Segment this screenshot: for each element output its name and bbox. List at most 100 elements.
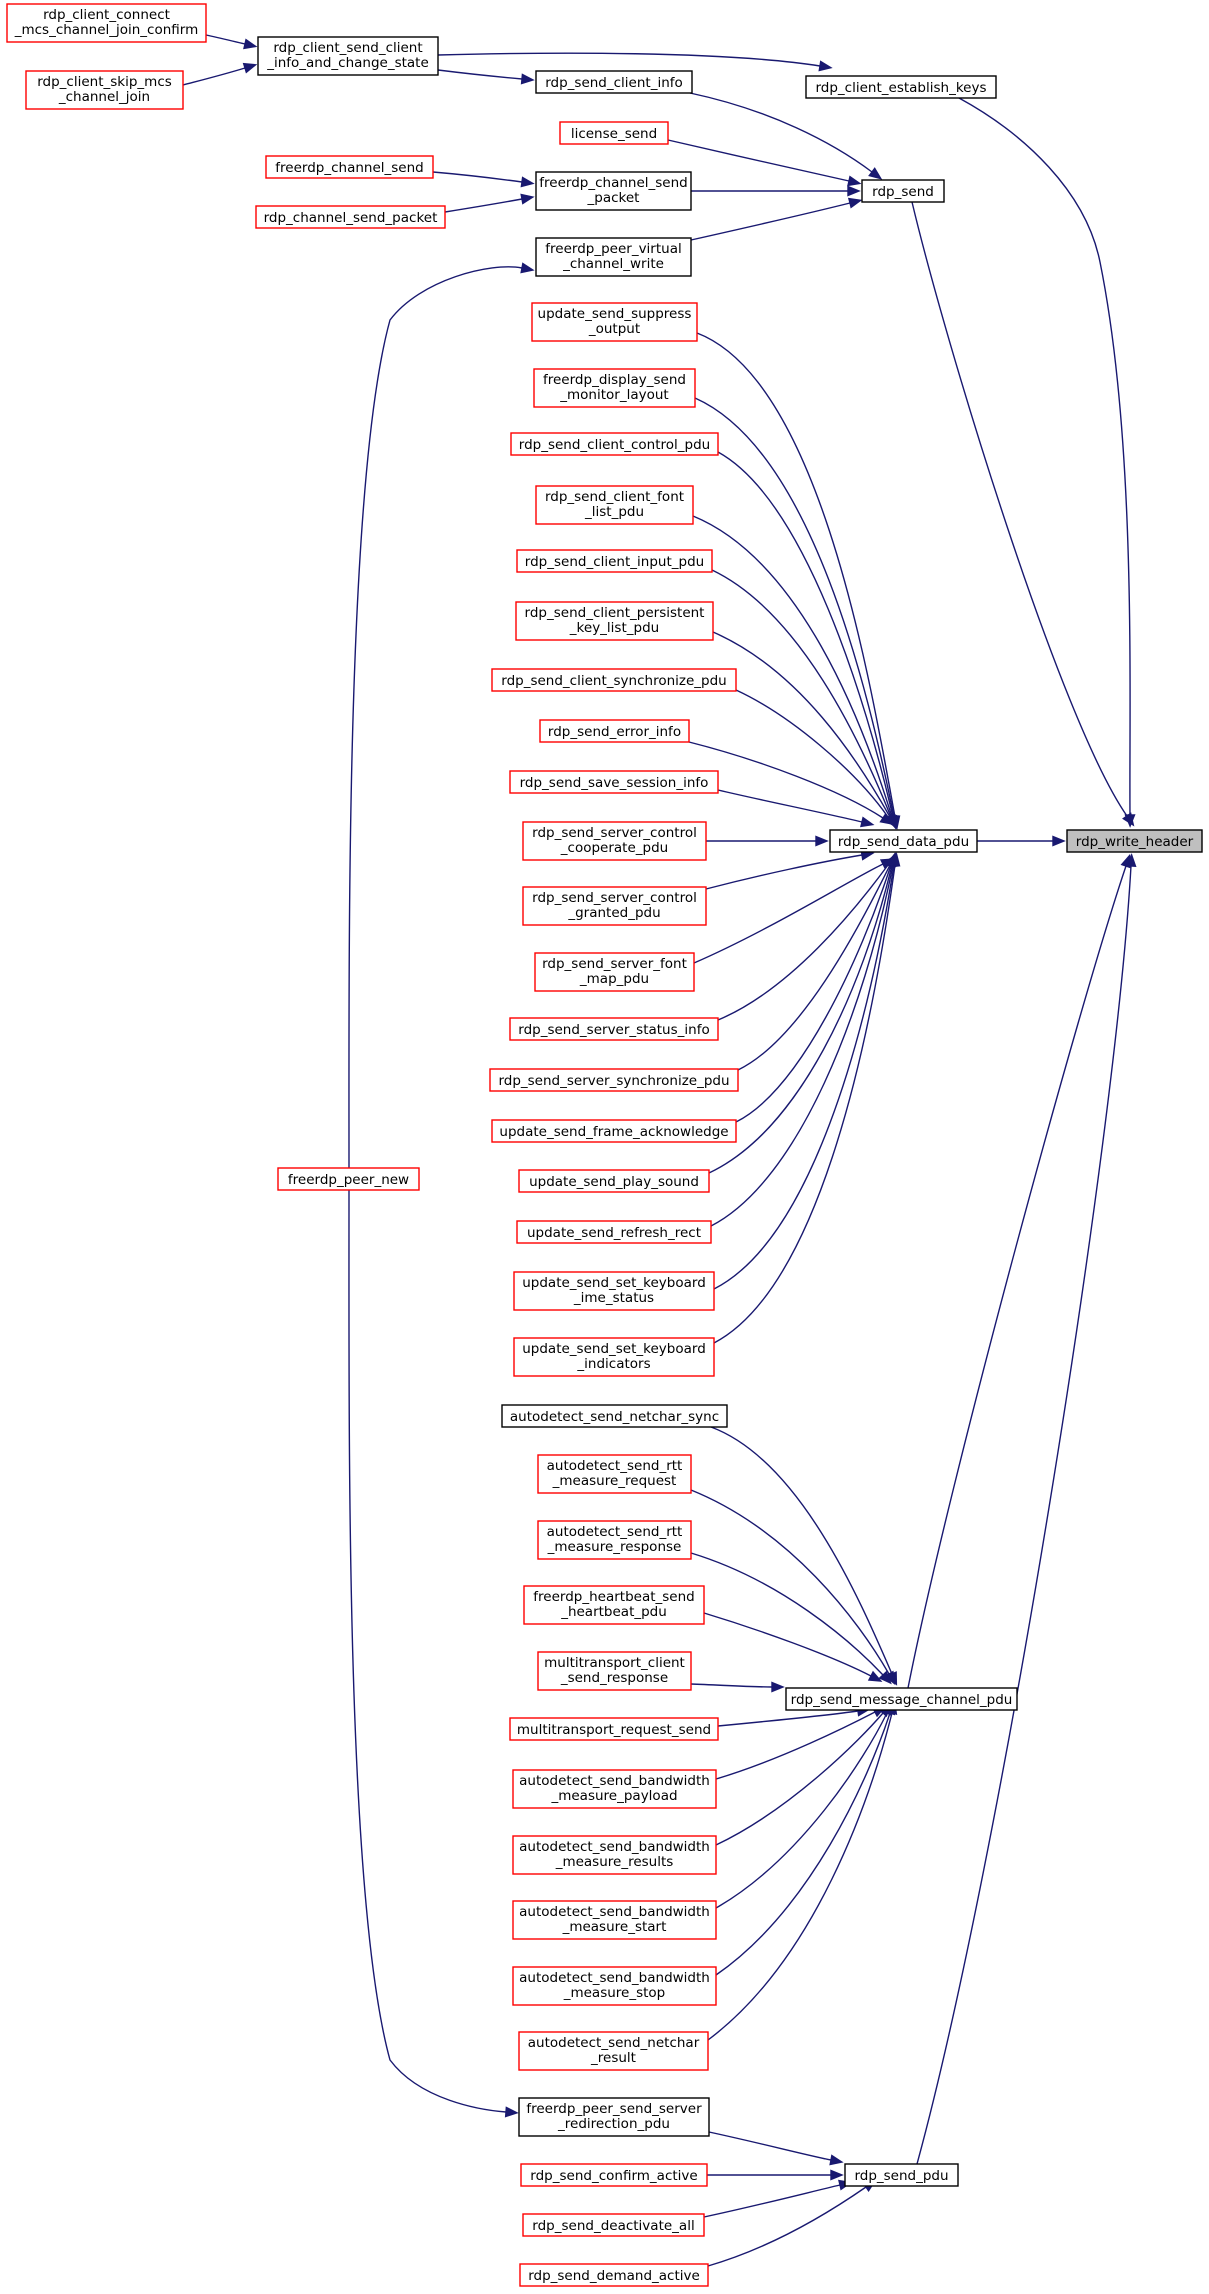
- node-autodetect_send_netchar_sync[interactable]: autodetect_send_netchar_sync: [501, 1404, 728, 1428]
- edge-rdp_send_pdu-to-rdp_write_header: [916, 853, 1137, 2165]
- node-rdp_send_client_font_list_pdu[interactable]: rdp_send_client_font_list_pdu: [535, 485, 694, 525]
- node-label: rdp_send_pdu: [854, 2168, 948, 2184]
- node-rdp_send_save_session_info[interactable]: rdp_send_save_session_info: [509, 770, 719, 794]
- edge-arrowhead: [860, 816, 875, 828]
- node-label: rdp_send_client_control_pdu: [519, 437, 711, 453]
- node-label: _output: [588, 321, 640, 337]
- node-label: rdp_send_server_control: [532, 825, 697, 841]
- node-autodetect_send_rtt_measure_response[interactable]: autodetect_send_rtt_measure_response: [537, 1520, 692, 1560]
- node-rdp_channel_send_packet[interactable]: rdp_channel_send_packet: [255, 205, 446, 229]
- node-rdp_send_server_status_info[interactable]: rdp_send_server_status_info: [509, 1017, 719, 1041]
- edge-arrowhead: [879, 812, 894, 826]
- node-update_send_suppress_output[interactable]: update_send_suppress_output: [531, 302, 698, 342]
- node-label: freerdp_peer_send_server: [526, 2101, 702, 2117]
- node-update_send_set_keyboard_ime_status[interactable]: update_send_set_keyboard_ime_status: [513, 1271, 715, 1311]
- node-rdp_send_client_info[interactable]: rdp_send_client_info: [535, 70, 693, 94]
- node-layer: rdp_write_header rdp_client_establish_key…: [6, 3, 1203, 2287]
- node-rdp_send_client_control_pdu[interactable]: rdp_send_client_control_pdu: [510, 432, 719, 456]
- node-update_send_play_sound[interactable]: update_send_play_sound: [518, 1169, 710, 1193]
- node-multitransport_request_send[interactable]: multitransport_request_send: [509, 1717, 719, 1741]
- node-label: _info_and_change_state: [266, 55, 429, 71]
- node-rdp_send_server_font_map_pdu[interactable]: rdp_send_server_font_map_pdu: [534, 952, 695, 992]
- node-freerdp_heartbeat_send_heartbeat_pdu[interactable]: freerdp_heartbeat_send_heartbeat_pdu: [523, 1585, 705, 1625]
- node-label: autodetect_send_bandwidth: [519, 1839, 710, 1855]
- node-label: _send_response: [560, 1670, 668, 1686]
- node-label: rdp_write_header: [1076, 834, 1194, 850]
- node-rdp_send_client_input_pdu[interactable]: rdp_send_client_input_pdu: [516, 549, 713, 573]
- node-autodetect_send_netchar_result[interactable]: autodetect_send_netchar_result: [518, 2031, 709, 2071]
- edge-arrowhead: [520, 176, 535, 188]
- node-label: multitransport_client: [544, 1655, 685, 1671]
- edge-rdp_send_confirm_active-to-rdp_send_pdu: [706, 2169, 844, 2181]
- node-update_send_refresh_rect[interactable]: update_send_refresh_rect: [516, 1220, 712, 1244]
- edge-rdp_client_establish_keys-to-rdp_write_header: [958, 97, 1136, 828]
- node-rdp_send_server_control_granted_pdu[interactable]: rdp_send_server_control_granted_pdu: [522, 886, 707, 926]
- node-label: _granted_pdu: [567, 905, 660, 921]
- node-freerdp_peer_virtual_channel_write[interactable]: freerdp_peer_virtual_channel_write: [535, 237, 692, 277]
- node-label: _mcs_channel_join_confirm: [14, 22, 199, 38]
- node-label: license_send: [571, 126, 657, 142]
- node-rdp_client_connect_mcs_channel_join_confirm[interactable]: rdp_client_connect_mcs_channel_join_conf…: [6, 3, 207, 43]
- node-rdp_send_error_info[interactable]: rdp_send_error_info: [539, 719, 690, 743]
- edge-rdp_client_skip_mcs_channel_join-to-rdp_client_send_client_info_and_change_state: [182, 62, 258, 86]
- node-update_send_frame_acknowledge[interactable]: update_send_frame_acknowledge: [491, 1119, 737, 1143]
- node-rdp_send_pdu[interactable]: rdp_send_pdu: [844, 2163, 959, 2187]
- node-label: freerdp_channel_send: [275, 160, 423, 176]
- node-label: freerdp_display_send: [543, 372, 686, 388]
- node-rdp_client_send_client_info_and_change_state[interactable]: rdp_client_send_client_info_and_change_s…: [257, 36, 439, 76]
- node-rdp_send_demand_active[interactable]: rdp_send_demand_active: [519, 2263, 709, 2287]
- node-label: rdp_send_server_synchronize_pdu: [498, 1073, 729, 1089]
- edge-arrowhead: [867, 1670, 883, 1682]
- edge-license_send-to-rdp_send: [667, 139, 862, 187]
- edge-rdp_channel_send_packet-to-freerdp_channel_send_packet: [444, 193, 535, 213]
- node-rdp_send_data_pdu[interactable]: rdp_send_data_pdu: [829, 829, 978, 853]
- edge-arrowhead: [847, 175, 862, 187]
- node-label: _result: [590, 2050, 636, 2066]
- node-label: _measure_response: [547, 1539, 682, 1555]
- node-rdp_client_establish_keys[interactable]: rdp_client_establish_keys: [805, 75, 997, 99]
- node-label: _measure_stop: [563, 1985, 666, 2001]
- node-label: _heartbeat_pdu: [560, 1604, 667, 1620]
- node-label: autodetect_send_rtt: [547, 1458, 683, 1474]
- node-autodetect_send_bandwidth_measure_results[interactable]: autodetect_send_bandwidth_measure_result…: [512, 1835, 717, 1875]
- node-label: rdp_send_error_info: [548, 724, 681, 740]
- node-label: update_send_set_keyboard: [522, 1341, 706, 1357]
- node-autodetect_send_bandwidth_measure_start[interactable]: autodetect_send_bandwidth_measure_start: [512, 1900, 717, 1940]
- node-label: rdp_send_client_synchronize_pdu: [501, 673, 726, 689]
- node-rdp_send_confirm_active[interactable]: rdp_send_confirm_active: [520, 2163, 708, 2187]
- node-rdp_send_server_control_cooperate_pdu[interactable]: rdp_send_server_control_cooperate_pdu: [522, 821, 707, 861]
- edge-autodetect_send_bandwidth_measure_stop-to-rdp_send_message_channel_pdu: [715, 1700, 896, 1976]
- node-autodetect_send_rtt_measure_request[interactable]: autodetect_send_rtt_measure_request: [537, 1454, 692, 1494]
- node-rdp_send_message_channel_pdu[interactable]: rdp_send_message_channel_pdu: [785, 1687, 1018, 1711]
- node-freerdp_display_send_monitor_layout[interactable]: freerdp_display_send_monitor_layout: [533, 368, 696, 408]
- node-label: rdp_client_skip_mcs: [37, 74, 172, 90]
- node-rdp_client_skip_mcs_channel_join[interactable]: rdp_client_skip_mcs_channel_join: [25, 70, 184, 110]
- node-freerdp_peer_new[interactable]: freerdp_peer_new: [277, 1167, 420, 1191]
- node-rdp_send_client_persistent_key_list_pdu[interactable]: rdp_send_client_persistent_key_list_pdu: [515, 601, 714, 641]
- node-freerdp_channel_send[interactable]: freerdp_channel_send: [265, 155, 434, 179]
- node-rdp_write_header[interactable]: rdp_write_header: [1066, 829, 1203, 853]
- node-label: multitransport_request_send: [517, 1722, 711, 1738]
- node-label: rdp_client_establish_keys: [815, 80, 986, 96]
- node-autodetect_send_bandwidth_measure_stop[interactable]: autodetect_send_bandwidth_measure_stop: [512, 1966, 717, 2006]
- node-autodetect_send_bandwidth_measure_payload[interactable]: autodetect_send_bandwidth_measure_payloa…: [512, 1769, 717, 1809]
- edge-autodetect_send_netchar_result-to-rdp_send_message_channel_pdu: [707, 1700, 898, 2041]
- edge-arrowhead: [1122, 812, 1135, 827]
- edge-arrowhead: [889, 852, 901, 867]
- edge-rdp_client_send_client_info_and_change_state-to-rdp_send_client_info: [437, 69, 535, 85]
- node-rdp_send_client_synchronize_pdu[interactable]: rdp_send_client_synchronize_pdu: [491, 668, 737, 692]
- node-freerdp_peer_send_server_redirection_pdu[interactable]: freerdp_peer_send_server_redirection_pdu: [518, 2097, 710, 2137]
- node-label: autodetect_send_bandwidth: [519, 1970, 710, 1986]
- node-rdp_send_deactivate_all[interactable]: rdp_send_deactivate_all: [522, 2213, 705, 2237]
- node-freerdp_channel_send_packet[interactable]: freerdp_channel_send_packet: [535, 171, 692, 211]
- edge-update_send_suppress_output-to-rdp_send_data_pdu: [696, 332, 901, 830]
- node-label: rdp_client_send_client: [273, 40, 422, 56]
- node-license_send[interactable]: license_send: [559, 121, 669, 145]
- node-label: update_send_frame_acknowledge: [499, 1124, 728, 1140]
- node-rdp_send[interactable]: rdp_send: [861, 179, 945, 203]
- edge-freerdp_heartbeat_send_heartbeat_pdu-to-rdp_send_message_channel_pdu: [703, 1612, 883, 1682]
- edge-autodetect_send_rtt_measure_response-to-rdp_send_message_channel_pdu: [690, 1552, 892, 1685]
- node-rdp_send_server_synchronize_pdu[interactable]: rdp_send_server_synchronize_pdu: [489, 1068, 739, 1092]
- node-update_send_set_keyboard_indicators[interactable]: update_send_set_keyboard_indicators: [513, 1337, 715, 1377]
- node-multitransport_client_send_response[interactable]: multitransport_client_send_response: [537, 1651, 692, 1691]
